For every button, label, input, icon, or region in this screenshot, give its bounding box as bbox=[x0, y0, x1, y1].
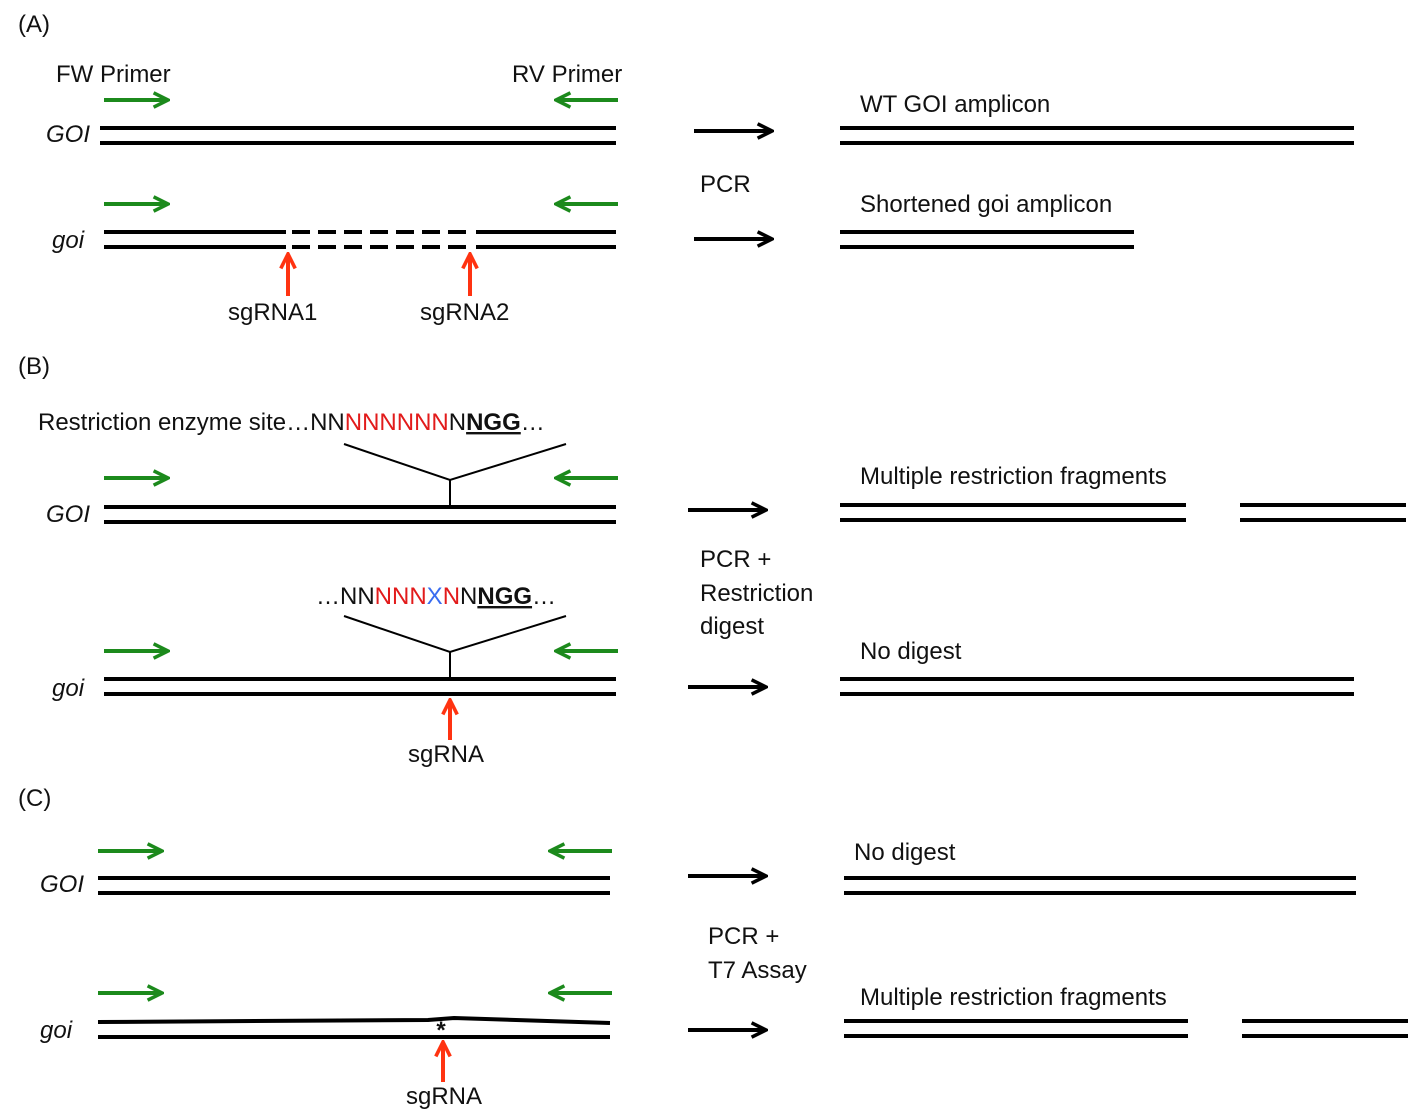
panel-a: (A) FW Primer RV Primer GOI PCR WT GOI a… bbox=[18, 11, 1354, 326]
mismatch-star-icon: * bbox=[436, 1017, 446, 1044]
gene-mut-label: goi bbox=[52, 675, 85, 702]
digest-step-line3: digest bbox=[700, 613, 764, 640]
gene-wt-label: GOI bbox=[46, 501, 90, 528]
deletion-dna bbox=[104, 230, 616, 249]
sgrna-label: sgRNA bbox=[408, 741, 484, 768]
wt-amplicon-pre: WT bbox=[860, 91, 904, 118]
t7-step-line1: PCR + bbox=[708, 923, 779, 950]
sgrna2-label: sgRNA2 bbox=[420, 299, 509, 326]
mut-seq-end: … bbox=[532, 583, 556, 610]
digest-step-line2: Restriction bbox=[700, 580, 813, 607]
mut-digest-result: No digest bbox=[860, 638, 962, 665]
panel-b-label: (B) bbox=[18, 353, 50, 380]
mut-amplicon-gene: goi bbox=[977, 191, 1009, 218]
wt-seq-pam: NGG bbox=[466, 409, 521, 436]
wt-seq-end: … bbox=[521, 409, 545, 436]
panel-a-label: (A) bbox=[18, 11, 50, 38]
mut-sequence: …NNNNNXNNNGG… bbox=[316, 583, 556, 610]
gene-mut-label: goi bbox=[52, 227, 85, 254]
gene-wt-label: GOI bbox=[40, 871, 84, 898]
wt-seq-prefix: Restriction enzyme site…NN bbox=[38, 409, 345, 436]
mut-seq-target: NNN bbox=[375, 583, 427, 610]
gene-mut-label: goi bbox=[40, 1017, 73, 1044]
mut-amplicon-pre: Shortened bbox=[860, 191, 977, 218]
t7-step-line2: T7 Assay bbox=[708, 957, 807, 984]
sgrna-label: sgRNA bbox=[406, 1083, 482, 1110]
wt-amplicon-gene: GOI bbox=[904, 91, 948, 118]
mut-amplicon-post: amplicon bbox=[1009, 191, 1112, 218]
wt-amplicon-post: amplicon bbox=[948, 91, 1051, 118]
mut-t7-result: Multiple restriction fragments bbox=[860, 984, 1167, 1011]
digest-step-line1: PCR + bbox=[700, 546, 771, 573]
wt-sequence: Restriction enzyme site…NNNNNNNNNNGG… bbox=[38, 409, 545, 436]
mut-seq-mid: N bbox=[460, 583, 477, 610]
wt-digest-result: Multiple restriction fragments bbox=[860, 463, 1167, 490]
mut-zoom-lines bbox=[343, 615, 567, 654]
mut-seq-prefix: …NN bbox=[316, 583, 375, 610]
wt-seq-target: NNNNNN bbox=[345, 409, 449, 436]
wt-t7-result: No digest bbox=[854, 839, 956, 866]
panel-c-label: (C) bbox=[18, 785, 51, 812]
pcr-step-label: PCR bbox=[700, 171, 751, 198]
mut-amplicon-label: Shortened goi amplicon bbox=[860, 191, 1112, 218]
mut-seq-pam: NGG bbox=[477, 583, 532, 610]
gene-wt-label: GOI bbox=[46, 121, 90, 148]
mut-seq-mutation: X bbox=[427, 583, 443, 610]
heteroduplex-strand-top bbox=[97, 1015, 611, 1025]
panel-b: (B) Restriction enzyme site…NNNNNNNNNNGG… bbox=[18, 353, 1406, 768]
wt-seq-mid: N bbox=[449, 409, 466, 436]
rv-primer-label: RV Primer bbox=[512, 61, 622, 88]
sgrna1-label: sgRNA1 bbox=[228, 299, 317, 326]
wt-zoom-lines bbox=[343, 443, 567, 482]
fw-primer-label: FW Primer bbox=[56, 61, 171, 88]
wt-amplicon-label: WT GOI amplicon bbox=[860, 91, 1050, 118]
mut-seq-target2: N bbox=[443, 583, 460, 610]
panel-c: (C) GOI No digest PCR + T7 Assay goi * s… bbox=[18, 785, 1408, 1110]
